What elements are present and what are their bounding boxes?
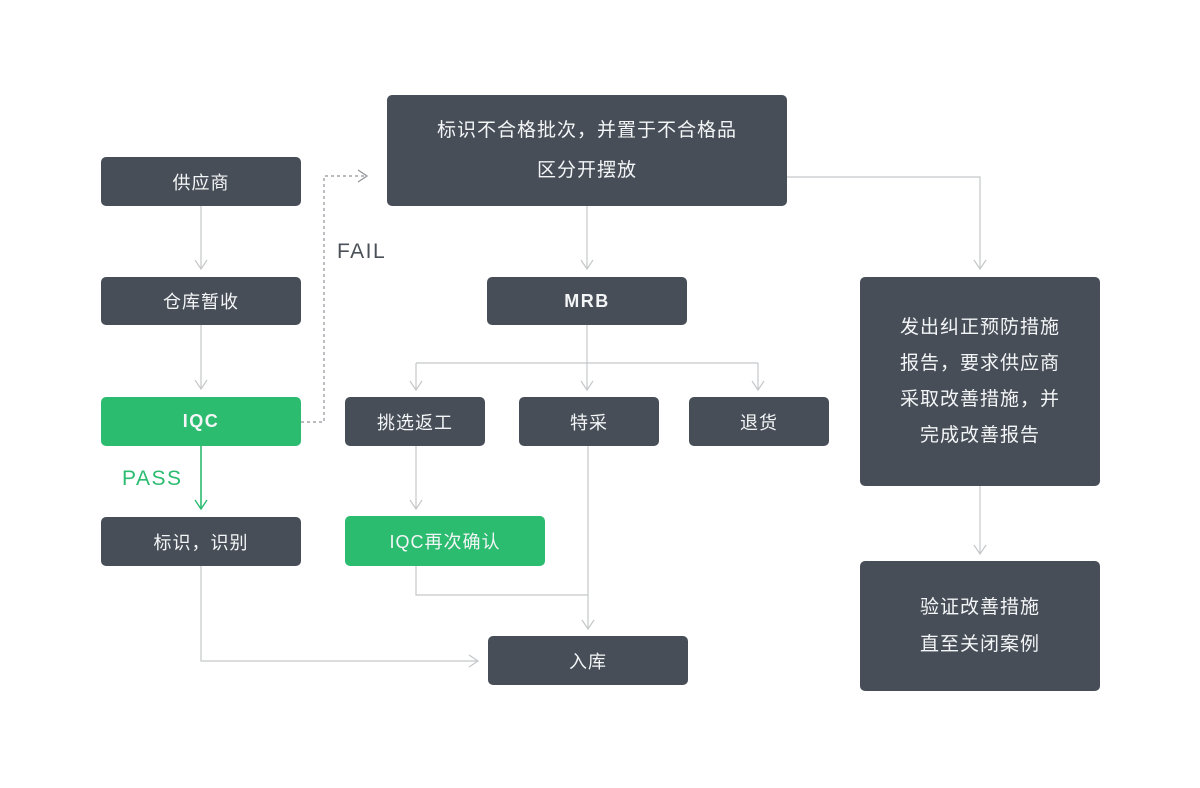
- node-warehouse-receive: 仓库暂收: [101, 277, 301, 325]
- node-verify-close: 验证改善措施 直至关闭案例: [860, 561, 1100, 691]
- line-iqcrecheck-join: [415, 566, 588, 596]
- node-mark-identify: 标识，识别: [101, 517, 301, 566]
- node-supplier: 供应商: [101, 157, 301, 206]
- node-storage: 入库: [488, 636, 688, 685]
- arrow-mark-storage: [200, 566, 480, 668]
- node-return-goods: 退货: [689, 397, 829, 446]
- node-nonconforming: 标识不合格批次，并置于不合格品 区分开摆放: [387, 95, 787, 206]
- node-corrective-action: 发出纠正预防措施 报告，要求供应商 采取改善措施，并 完成改善报告: [860, 277, 1100, 486]
- pass-label: PASS: [122, 467, 183, 490]
- arrow-nonconforming-corrective: [787, 176, 987, 271]
- node-special-accept: 特采: [519, 397, 659, 446]
- node-iqc: IQC: [101, 397, 301, 446]
- node-rework: 挑选返工: [345, 397, 485, 446]
- node-mrb: MRB: [487, 277, 687, 325]
- fail-label: FAIL: [337, 240, 387, 263]
- node-iqc-recheck: IQC再次确认: [345, 516, 545, 566]
- arrow-iqc-fail-dashed: [301, 169, 369, 423]
